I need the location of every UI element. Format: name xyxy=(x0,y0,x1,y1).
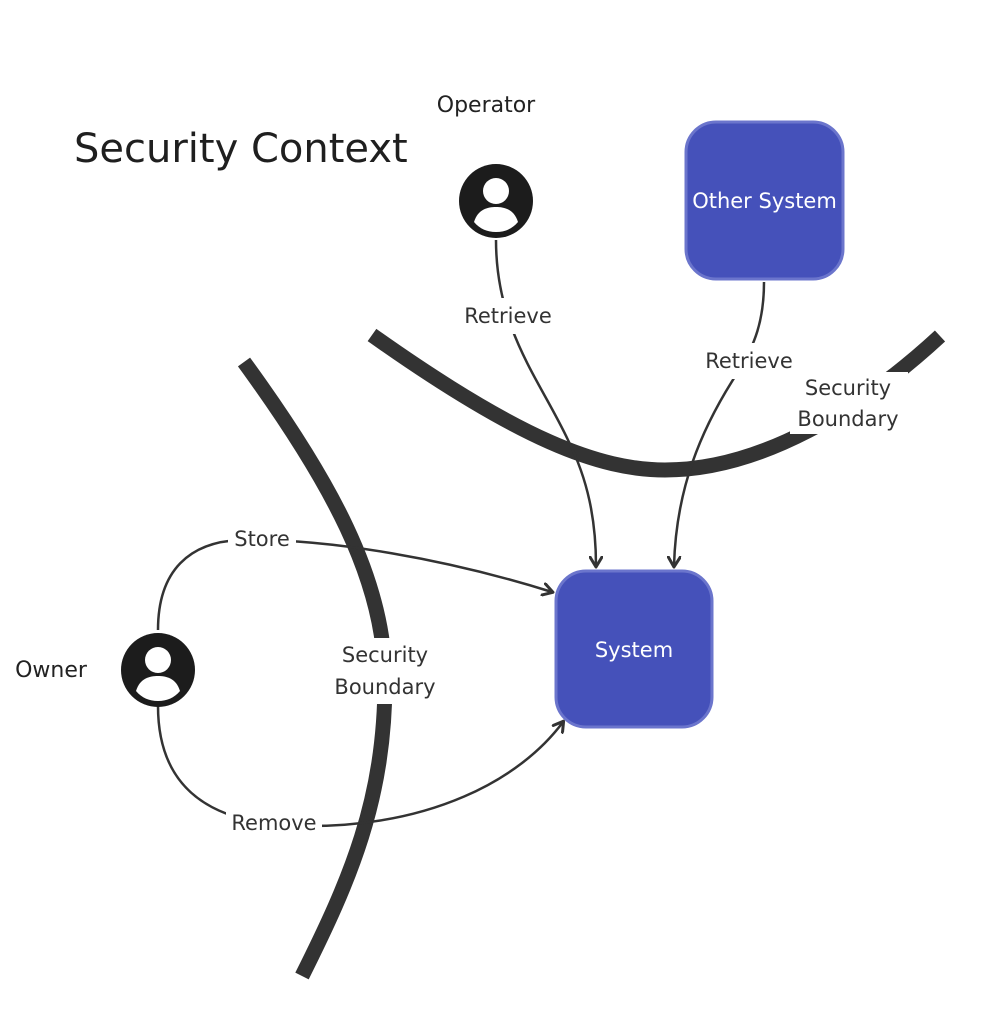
operator-actor[interactable]: Operator xyxy=(437,93,536,238)
owner-label: Owner xyxy=(15,658,88,683)
owner-actor[interactable]: Owner xyxy=(15,633,195,707)
edge-label-remove: Remove xyxy=(231,811,316,835)
left-boundary-label-line2: Boundary xyxy=(334,675,435,699)
edge-other-system-to-system xyxy=(674,281,766,566)
user-icon xyxy=(121,633,195,707)
other-system-label: Other System xyxy=(692,189,837,213)
top-boundary-label-line1: Security xyxy=(805,376,891,400)
edge-label-other-retrieve: Retrieve xyxy=(705,349,793,373)
system-label: System xyxy=(595,638,673,662)
edge-label-operator-retrieve: Retrieve xyxy=(464,304,552,328)
top-boundary-label-line2: Boundary xyxy=(797,407,898,431)
edge-label-store: Store xyxy=(234,527,290,551)
system-node[interactable]: System xyxy=(554,569,714,729)
user-icon xyxy=(459,164,533,238)
diagram-title: Security Context xyxy=(74,126,408,172)
operator-label: Operator xyxy=(437,93,536,118)
edge-operator-to-system xyxy=(494,239,596,566)
other-system-node[interactable]: Other System xyxy=(684,120,845,281)
edge-owner-remove xyxy=(156,705,563,828)
left-boundary-label-line1: Security xyxy=(342,643,428,667)
